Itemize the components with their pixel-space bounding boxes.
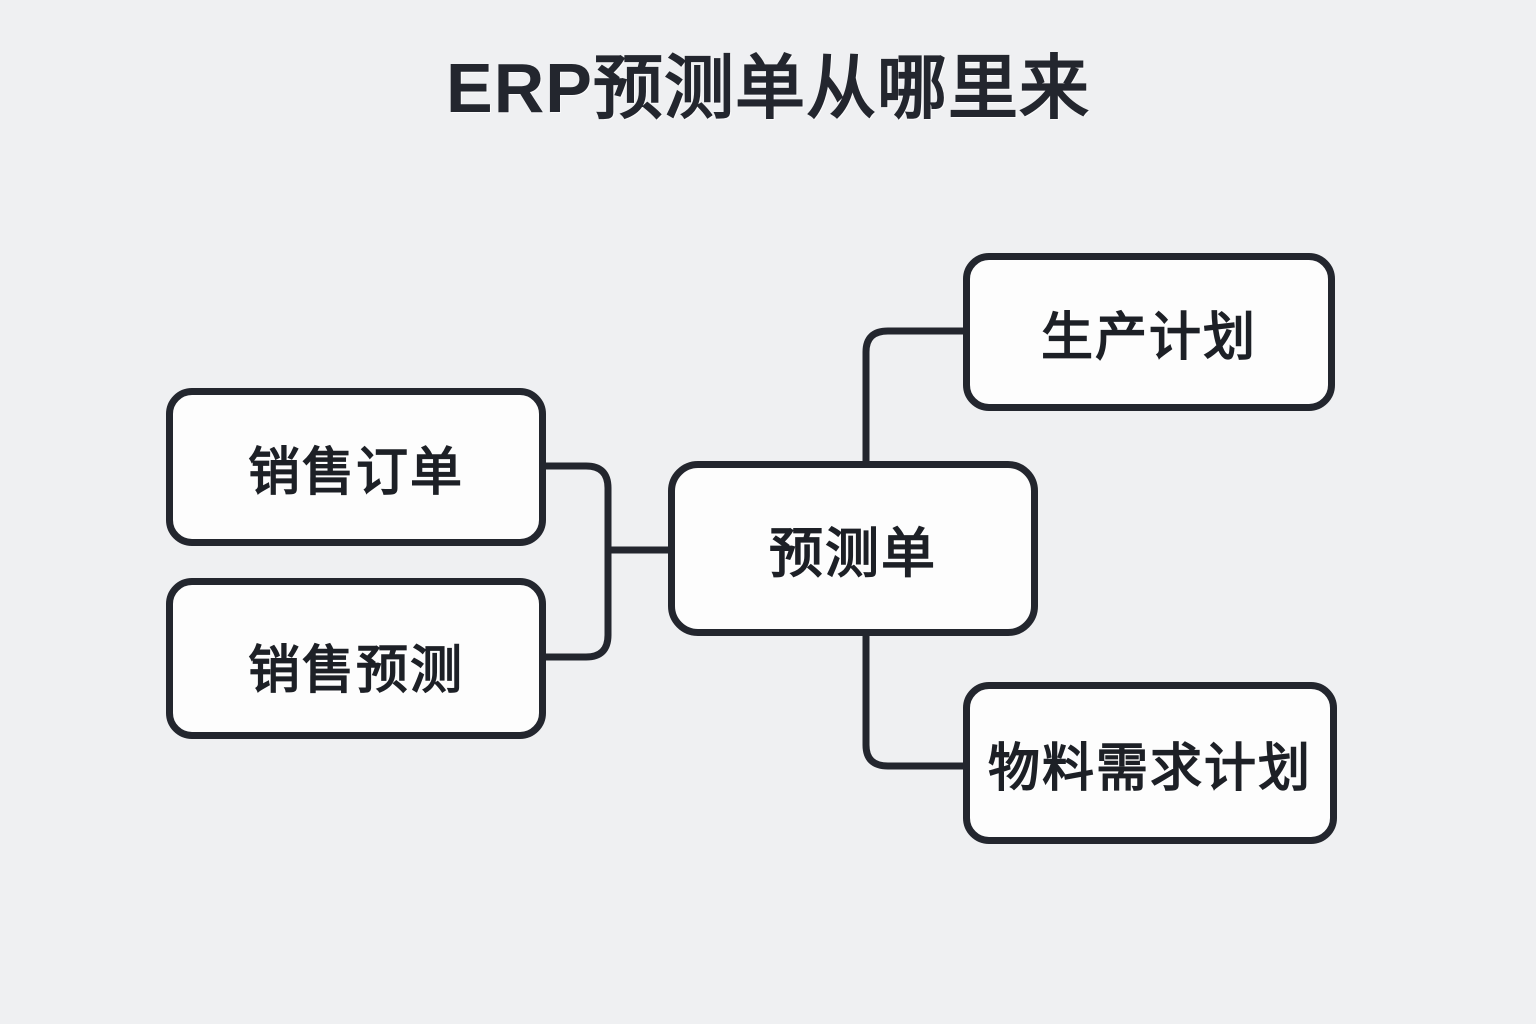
edge-sales-order-to-forecast: [546, 462, 612, 550]
node-sales-forecast-label: 销售预测: [247, 642, 464, 700]
node-production-plan-label: 生产计划: [1040, 308, 1257, 367]
node-forecast-order-label: 预测单: [769, 524, 937, 584]
edge-forecast-order-to-mrp: [862, 666, 965, 770]
node-production-plan[interactable]: 生产计划: [963, 253, 1335, 411]
node-sales-order-label: 销售订单: [247, 443, 464, 502]
edge-sales-forecast-to-forecast: [546, 550, 612, 661]
node-mrp[interactable]: 物料需求计划: [963, 682, 1337, 844]
edge-forecast-order-to-production-plan: [862, 327, 965, 432]
node-sales-forecast[interactable]: 销售预测: [166, 578, 546, 739]
page-title: ERP预测单从哪里来: [446, 49, 1090, 127]
node-forecast-order[interactable]: 预测单: [668, 461, 1038, 636]
node-sales-order[interactable]: 销售订单: [166, 388, 546, 546]
node-mrp-label: 物料需求计划: [987, 739, 1312, 798]
